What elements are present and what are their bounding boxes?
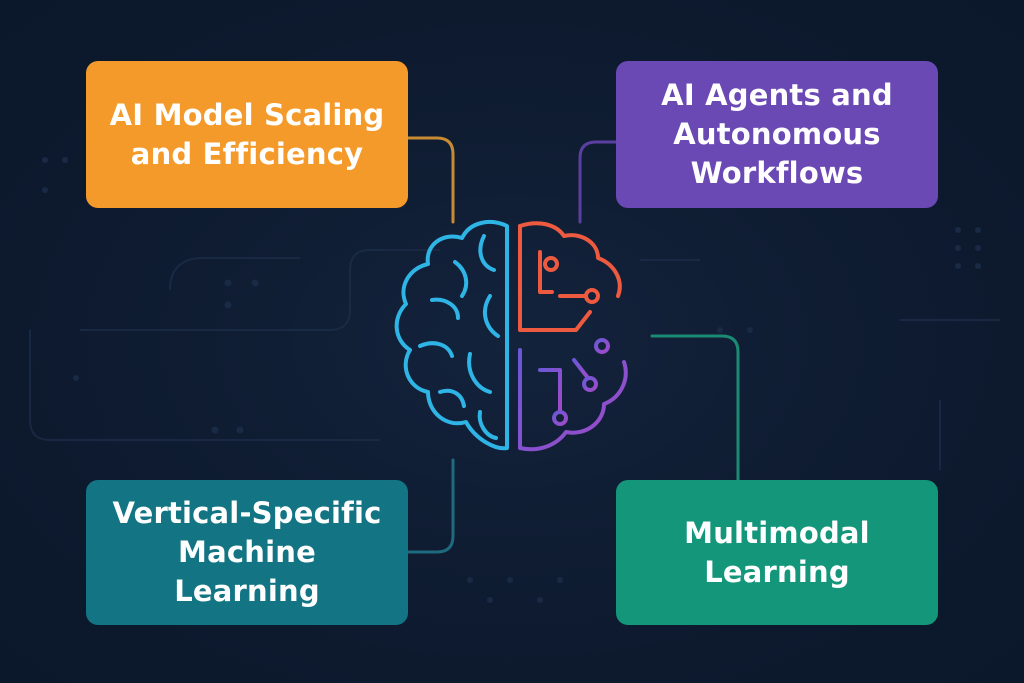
topic-card-multimodal: Multimodal Learning: [616, 480, 938, 625]
topic-card-label: Multimodal Learning: [684, 515, 870, 589]
brain-left-hemisphere: [394, 220, 509, 451]
topic-card-label: AI Agents and Autonomous Workflows: [661, 78, 893, 190]
connector-bottom-left: [406, 458, 455, 554]
topic-card-model-scaling: AI Model Scaling and Efficiency: [86, 61, 408, 208]
topic-card-vertical-ml: Vertical-Specific Machine Learning: [86, 480, 408, 625]
connector-top-left: [406, 136, 455, 224]
brain-right-top-circuit: [518, 221, 622, 332]
topic-card-label: AI Model Scaling and Efficiency: [109, 97, 385, 171]
topic-card-label: Vertical-Specific Machine Learning: [112, 496, 382, 608]
brain-right-bottom-circuit: [518, 338, 628, 452]
connector-bottom-right: [650, 334, 740, 482]
connector-top-right: [578, 140, 618, 224]
topic-card-ai-agents: AI Agents and Autonomous Workflows: [616, 61, 938, 208]
